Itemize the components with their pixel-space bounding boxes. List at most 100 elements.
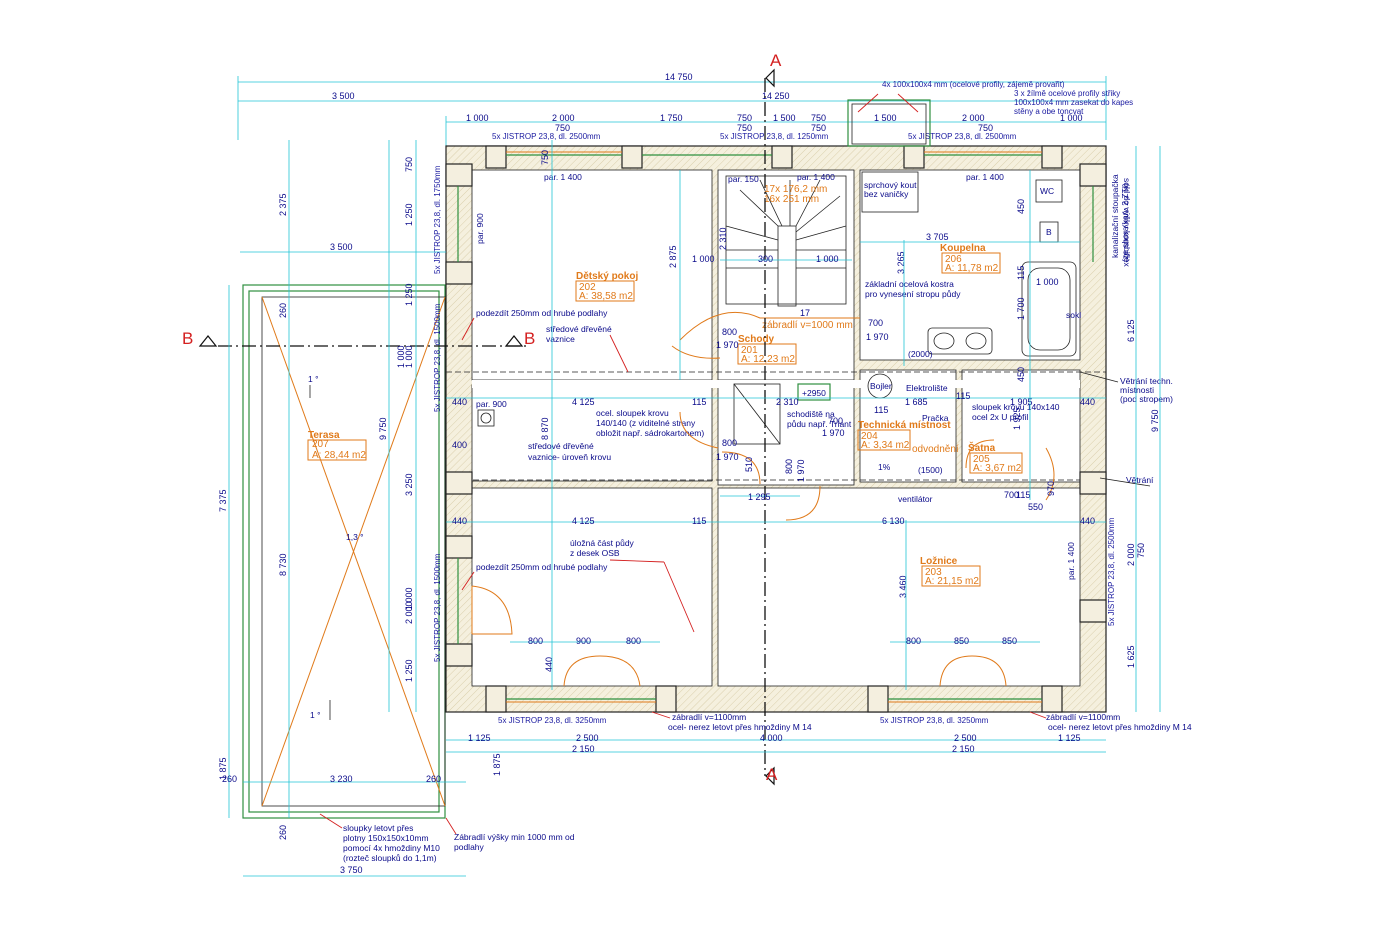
di-12: 6 130	[882, 516, 905, 526]
steel-frame-label: základní ocelová kostra	[865, 279, 954, 289]
room-name-schody: Schody	[738, 334, 775, 345]
stair-value: +2950	[802, 388, 826, 398]
steel-frame-label-2: pro vynesení stropu půdy	[865, 289, 961, 299]
dl-260b: 260	[278, 825, 288, 840]
dl-9750: 9 750	[378, 417, 388, 440]
dimensions-inner: 440 4 125 115 2 310 1 685 115 1 905 440 …	[446, 140, 1106, 690]
beam-note-left-1: 5x JISTROP 23,8, dl. 1750mm	[433, 165, 442, 274]
elektro-label: Elektrolište	[906, 383, 948, 393]
column-left-note-3: obložit např. sádrokartonem)	[596, 428, 704, 438]
dimensions-left: 3 500 7 375 2 375 260 8 730 9 750 750 1 …	[218, 140, 502, 840]
di-20: 1 000	[692, 254, 715, 264]
par-left-vertical: par. 900	[475, 213, 485, 244]
technical-room-items: Bojler Elektrolište Pračka odvodnění (15…	[733, 373, 959, 504]
steel-note-3: 100x100x4 mm zasekat do kapes	[1014, 98, 1133, 107]
db-7: 2 150	[952, 744, 975, 754]
di-42: 450	[1016, 199, 1026, 214]
db-4: 1 125	[1058, 733, 1081, 743]
dl-2000: 2 000	[404, 601, 414, 624]
di-7: 1 905	[1010, 397, 1033, 407]
di-39: 2 875	[668, 245, 678, 268]
dl-1250b: 1 250	[404, 283, 414, 306]
dl-3500: 3 500	[330, 242, 353, 252]
di-35: 1 295	[748, 492, 771, 502]
dim-t3: 1 750	[660, 113, 683, 123]
di-27: 800	[722, 327, 737, 337]
section-axes: A A B B	[182, 51, 782, 786]
db-1: 1 125	[468, 733, 491, 743]
wc-label: WC	[1040, 186, 1054, 196]
beam-note-right-1: 5x JISTROP 23,8, dl. 2500mm	[1107, 517, 1116, 626]
vent-note-2: místnosti	[1120, 385, 1154, 395]
room-area-technicka: A: 3,34 m2	[861, 440, 910, 451]
steel-note-4: stěny a obe toncvat	[1014, 107, 1084, 116]
par-top-left: par. 1 400	[544, 172, 582, 182]
bidet-label: B	[1046, 227, 1052, 237]
section-b-left: B	[182, 329, 193, 348]
stair-note-2: 16x 251 mm	[764, 194, 819, 205]
di-6: 115	[956, 391, 970, 401]
di-28: 1 970	[716, 340, 739, 350]
slope-label-2: 1,3 °	[346, 532, 364, 542]
room-name-technicka: Technická místnost	[858, 420, 951, 431]
di-26: 1 970	[866, 332, 889, 342]
di-19: 850	[1002, 636, 1017, 646]
di-44: 115	[1016, 266, 1026, 280]
dl-1000c: 1 000	[396, 345, 406, 368]
boiler-label: Bojler	[870, 381, 892, 391]
di-25: 700	[868, 318, 883, 328]
railing-note-1b: ocel- nerez letovt přes hmoždiny M 14	[668, 722, 812, 732]
section-b-right-marker	[504, 335, 524, 347]
v2000-label: (2000)	[908, 349, 933, 359]
di-18: 850	[954, 636, 969, 646]
dr-9750: 9 750	[1150, 409, 1160, 432]
washer-label: Pračka	[922, 413, 949, 423]
room-name-terasa: Terasa	[308, 430, 340, 441]
dim-t5: 1 500	[773, 113, 796, 123]
di-51: 970	[1046, 481, 1056, 496]
dl-1875b: 1 875	[492, 753, 502, 776]
railing-note-2: zábradlí v=1100mm	[1046, 712, 1120, 722]
dim-t12: 750	[811, 123, 826, 133]
pct-label: 1%	[878, 462, 891, 472]
dl-1000b: 1 000	[404, 587, 414, 610]
di-41: 3 265	[896, 251, 906, 274]
di-37: 700	[1004, 490, 1019, 500]
dimensions-top: 14 750 3 500 14 250 1 000 2 000 1 750 75…	[237, 72, 1133, 146]
db-5: 2 150	[572, 744, 595, 754]
vent-label-2: Větrání	[1126, 475, 1154, 485]
section-b-left-marker	[198, 335, 218, 347]
di-15: 900	[576, 636, 591, 646]
di-2: 4 125	[572, 397, 595, 407]
railing-note-2b: ocel- nerez letovt přes hmoždiny M 14	[1048, 722, 1192, 732]
dim-overall: 14 750	[665, 72, 693, 82]
di-11: 115	[692, 516, 706, 526]
di-32: 1 970	[716, 452, 739, 462]
di-49: 1 970	[796, 459, 806, 482]
dl-750: 750	[404, 157, 414, 172]
par-stairs-2: par. 1 400	[797, 172, 835, 182]
di-34: 1 970	[822, 428, 845, 438]
terrace-post-note: sloupky letovt přes	[343, 823, 413, 833]
slope-label-3: 1 °	[310, 710, 321, 720]
di-54: 750	[540, 150, 550, 165]
di-47: 510	[744, 457, 754, 472]
di-9: 440	[452, 516, 467, 526]
drain-stack-note-2: (ze shora kan. 2 ZTI)	[1120, 183, 1130, 262]
dim-t10: 750	[555, 123, 570, 133]
di-33: 700	[828, 416, 843, 426]
railing-note-1: zábradlí v=1100mm	[672, 712, 746, 722]
di-21: 300	[758, 254, 773, 264]
dim-right-block: 14 250	[762, 91, 790, 101]
v1500-label: (1500)	[918, 465, 943, 475]
db-3: 2 500	[954, 733, 977, 743]
shower-label: sprchový kout	[864, 180, 917, 190]
column-note: sloupek krovu 140x140	[972, 402, 1060, 412]
terrace-post-note-3: pomocí 4x hmoždiny M10	[343, 843, 440, 853]
dr-750: 750	[1136, 543, 1146, 558]
di-22: 1 000	[816, 254, 839, 264]
shower-label-2: bez vaničky	[864, 189, 909, 199]
dl-2375: 2 375	[278, 193, 288, 216]
building-walls	[445, 145, 1107, 713]
